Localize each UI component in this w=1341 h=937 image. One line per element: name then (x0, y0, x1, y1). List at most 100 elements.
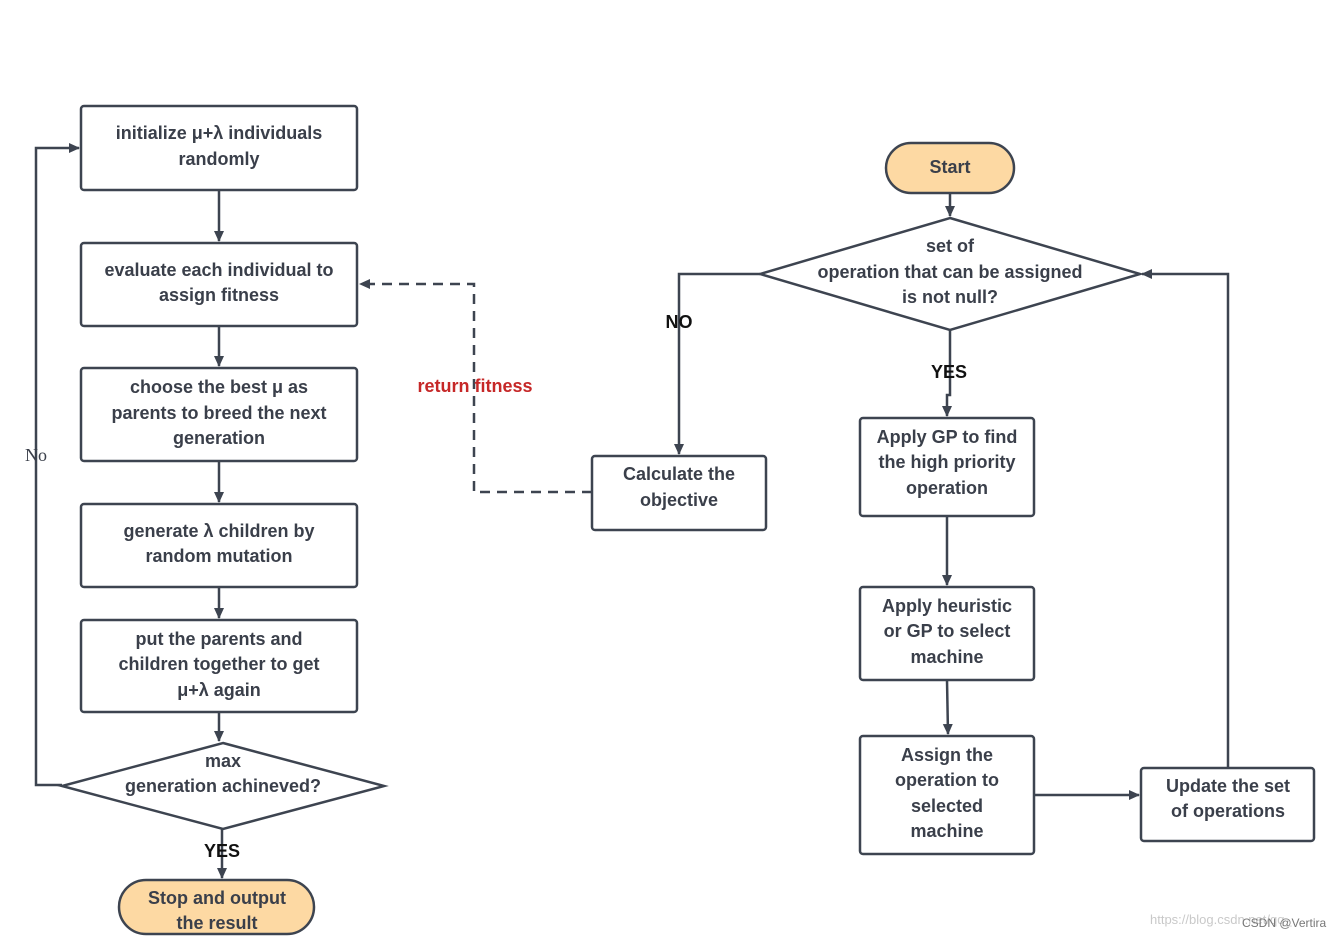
svg-text:or GP to select: or GP to select (884, 621, 1011, 641)
init-box-line-2: randomly (178, 149, 259, 169)
generate-box-line-2: random mutation (146, 546, 293, 566)
gp-box-line-1: Apply GP to find (877, 427, 1018, 447)
svg-text:randomly: randomly (178, 149, 259, 169)
start-terminal: Start (884, 141, 1016, 195)
choose-box-line-1: choose the best μ as (130, 377, 308, 397)
left-flow: initialize μ+λ individuals randomly eval… (25, 104, 389, 936)
svg-text:Calculate the: Calculate the (623, 464, 735, 484)
evaluate-box: evaluate each individual to assign fitne… (79, 241, 359, 328)
set-decision-line-2: operation that can be assigned (817, 262, 1082, 282)
svg-text:evaluate each individual to: evaluate each individual to (104, 260, 333, 280)
assign-operation-box: Assign the operation to selected machine (858, 734, 1036, 856)
assign-box-line-2: operation to (895, 770, 999, 790)
choose-box-line-2: parents to breed the next (111, 403, 326, 423)
right-yes-label: YES (931, 362, 967, 382)
svg-text:generation: generation (173, 428, 265, 448)
generate-box: generate λ children by random mutation (79, 502, 359, 589)
generate-box-line-1: generate λ children by (123, 521, 314, 541)
right-no-label: NO (666, 312, 693, 332)
max-decision-line-2: generation achineved? (125, 776, 321, 796)
svg-text:machine: machine (910, 821, 983, 841)
svg-text:Stop and output: Stop and output (148, 888, 286, 908)
heuristic-box-line-3: machine (910, 647, 983, 667)
svg-text:Apply GP to find: Apply GP to find (877, 427, 1018, 447)
svg-text:parents to breed the next: parents to breed the next (111, 403, 326, 423)
calc-box-line-2: objective (640, 490, 718, 510)
svg-text:operation that can be assigned: operation that can be assigned (817, 262, 1082, 282)
return-fitness-label: return fitness (417, 376, 532, 396)
edge-set-yes-to-gp (942, 330, 952, 417)
svg-text:put the parents and: put the parents and (135, 629, 302, 649)
stop-terminal: Stop and output the result (117, 878, 316, 936)
svg-text:children together to get: children together to get (118, 654, 319, 674)
svg-text:initialize μ+λ individuals: initialize μ+λ individuals (116, 123, 323, 143)
svg-text:Assign the: Assign the (901, 745, 993, 765)
heuristic-box-line-1: Apply heuristic (882, 596, 1012, 616)
svg-text:the high priority: the high priority (879, 452, 1016, 472)
edge-max-no-loop (34, 143, 80, 787)
svg-text:is not null?: is not null? (902, 287, 998, 307)
left-no-label: No (25, 445, 47, 465)
svg-text:Update the set: Update the set (1166, 776, 1290, 796)
watermark-credit: CSDN @Vertira (1242, 916, 1327, 930)
stop-terminal-line-2: the result (176, 913, 257, 933)
svg-text:μ+λ again: μ+λ again (177, 680, 261, 700)
edges (34, 143, 1230, 879)
svg-text:selected: selected (911, 796, 983, 816)
update-set-box: Update the set of operations (1139, 766, 1316, 843)
calculate-objective-box: Calculate the objective (590, 454, 768, 532)
svg-text:of operations: of operations (1171, 801, 1285, 821)
put-box-line-2: children together to get (118, 654, 319, 674)
svg-text:choose the best μ as: choose the best μ as (130, 377, 308, 397)
apply-gp-box: Apply GP to find the high priority opera… (858, 416, 1036, 518)
svg-text:generation achineved?: generation achineved? (125, 776, 321, 796)
update-box-line-1: Update the set (1166, 776, 1290, 796)
edge-update-loop-to-set (1141, 269, 1230, 767)
choose-box-line-3: generation (173, 428, 265, 448)
svg-text:the result: the result (176, 913, 257, 933)
heuristic-box-line-2: or GP to select (884, 621, 1011, 641)
svg-text:machine: machine (910, 647, 983, 667)
left-yes-label: YES (204, 841, 240, 861)
calc-box-line-1: Calculate the (623, 464, 735, 484)
svg-text:operation to: operation to (895, 770, 999, 790)
right-flow: Start set of operation that can be assig… (755, 141, 1316, 856)
svg-text:objective: objective (640, 490, 718, 510)
watermark: https://blog.csdn.net/qq_ CSDN @Vertira (1150, 912, 1327, 930)
edge-heuristic-to-assign (942, 679, 953, 735)
watermark-url: https://blog.csdn.net/qq_ (1150, 912, 1292, 927)
start-terminal-label: Start (929, 157, 970, 177)
svg-text:random mutation: random mutation (146, 546, 293, 566)
svg-text:set of: set of (926, 236, 975, 256)
set-decision-line-1: set of (926, 236, 975, 256)
svg-text:Apply heuristic: Apply heuristic (882, 596, 1012, 616)
set-not-null-decision: set of operation that can be assigned is… (755, 216, 1145, 332)
choose-box: choose the best μ as parents to breed th… (79, 366, 359, 463)
svg-text:max: max (205, 751, 241, 771)
put-box: put the parents and children together to… (79, 618, 359, 714)
assign-box-line-1: Assign the (901, 745, 993, 765)
max-generation-decision: max generation achineved? (57, 741, 389, 831)
svg-text:assign fitness: assign fitness (159, 285, 279, 305)
gp-box-line-3: operation (906, 478, 988, 498)
init-box-line-1: initialize μ+λ individuals (116, 123, 323, 143)
init-box: initialize μ+λ individuals randomly (79, 104, 359, 192)
apply-heuristic-box: Apply heuristic or GP to select machine (858, 585, 1036, 682)
svg-text:generate λ children by: generate λ children by (123, 521, 314, 541)
stop-terminal-line-1: Stop and output (148, 888, 286, 908)
edge-set-no-to-calc (674, 272, 760, 455)
assign-box-line-4: machine (910, 821, 983, 841)
max-decision-line-1: max (205, 751, 241, 771)
update-box-line-2: of operations (1171, 801, 1285, 821)
evaluate-box-line-1: evaluate each individual to (104, 260, 333, 280)
evaluate-box-line-2: assign fitness (159, 285, 279, 305)
assign-box-line-3: selected (911, 796, 983, 816)
set-decision-line-3: is not null? (902, 287, 998, 307)
put-box-line-3: μ+λ again (177, 680, 261, 700)
edge-return-fitness (359, 279, 592, 494)
middle-section: return fitness NO Calculate the objectiv… (417, 312, 768, 532)
put-box-line-1: put the parents and (135, 629, 302, 649)
gp-box-line-2: the high priority (879, 452, 1016, 472)
svg-text:operation: operation (906, 478, 988, 498)
